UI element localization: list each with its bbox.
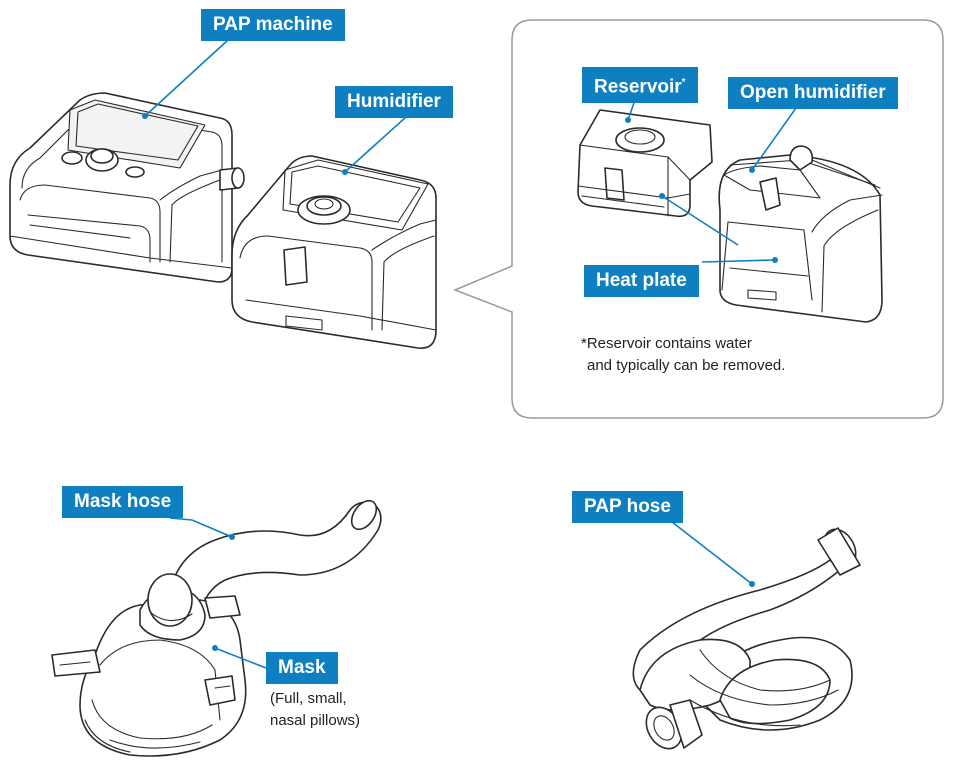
leader-humidifier [344,116,407,173]
leader-pap-hose [671,521,753,585]
leader-heat-plate-1 [701,259,776,263]
leader-dot-humidifier [342,169,348,175]
mask-hose-label-text: Mask hose [74,491,172,512]
reservoir-asterisk: * [681,77,686,88]
mask-label-text: Mask [278,657,326,678]
leader-open-humidifier [751,107,797,171]
heat-plate-label-text: Heat plate [596,270,687,291]
reservoir-note-line-2: and typically can be removed. [587,357,786,374]
pap-machine-illustration [9,92,245,283]
leader-mask [214,647,267,669]
mask-note: (Full, small, nasal pillows) [270,688,360,732]
leader-dot-heat-plate-1 [772,257,778,263]
mask-hose-label: Mask hose [62,486,184,518]
pap-hose-label: PAP hose [572,491,683,523]
leader-dot-heat-plate-2 [659,193,665,199]
humidifier-label: Humidifier [335,86,453,118]
humidifier-illustration [231,155,437,349]
leader-dot-mask-hose [229,534,235,540]
mask-illustration [51,499,382,757]
reservoir-illustration [577,109,713,218]
open-humidifier-label-text: Open humidifier [740,82,886,103]
mask-label: Mask [266,652,338,684]
leader-dot-pap-machine [142,113,148,119]
leader-pap-machine [144,39,229,117]
humidifier-label-text: Humidifier [347,91,441,112]
leader-dot-pap-hose [749,581,755,587]
mask-note-line-2: nasal pillows) [270,712,361,729]
pap-machine-label: PAP machine [201,9,345,41]
leader-mask-hose [169,517,233,538]
heat-plate-label: Heat plate [584,265,699,297]
open-humidifier-illustration [718,145,883,323]
reservoir-label-text: Reservoir [594,76,682,98]
mask-note-line-1: (Full, small, [270,690,347,707]
leader-heat-plate-2 [661,195,739,246]
reservoir-label: Reservoir* [582,67,698,104]
leader-dot-reservoir [625,117,631,123]
open-humidifier-label: Open humidifier [728,77,898,109]
reservoir-note: *Reservoir contains water and typically … [581,333,785,377]
leader-dot-mask [212,645,218,651]
pap-hose-illustration [632,527,861,750]
pap-machine-label-text: PAP machine [213,14,333,35]
reservoir-note-line-1: *Reservoir contains water [581,335,752,352]
pap-hose-label-text: PAP hose [584,496,671,517]
leader-dot-open-humidifier [749,167,755,173]
